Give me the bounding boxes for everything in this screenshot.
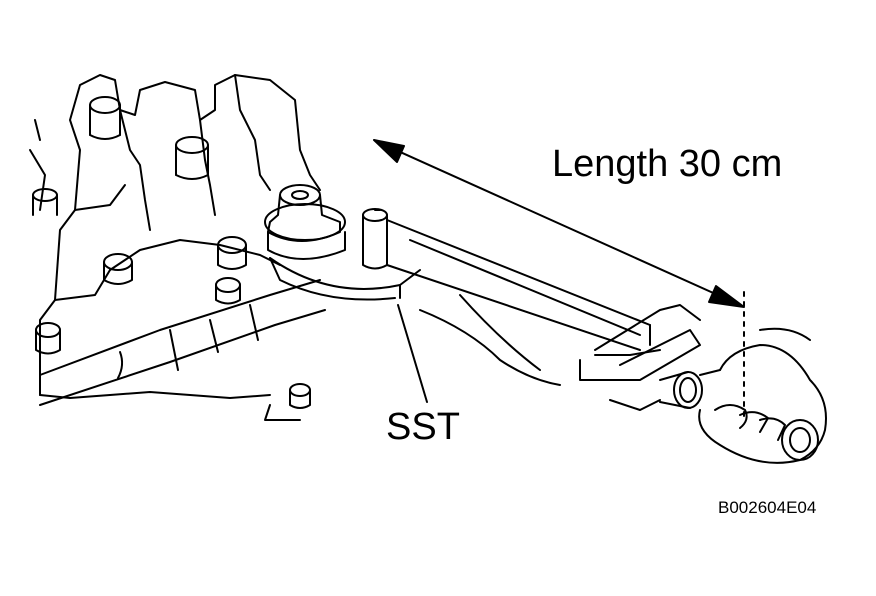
bolts: [36, 237, 310, 408]
pressure-regulator: [265, 185, 345, 259]
fuel-rail: [40, 280, 325, 405]
length-dimension-arrow: [374, 140, 744, 420]
sst-leader-line: [398, 305, 427, 402]
sst-tool: [270, 209, 700, 410]
hand: [699, 329, 826, 463]
length-label: Length 30 cm: [552, 143, 783, 185]
figure-code: B002604E04: [718, 498, 817, 517]
sst-label: SST: [386, 406, 460, 448]
hose: [660, 370, 720, 408]
engine-lower-edge: [265, 295, 560, 420]
manifold-tubes: [33, 97, 208, 215]
